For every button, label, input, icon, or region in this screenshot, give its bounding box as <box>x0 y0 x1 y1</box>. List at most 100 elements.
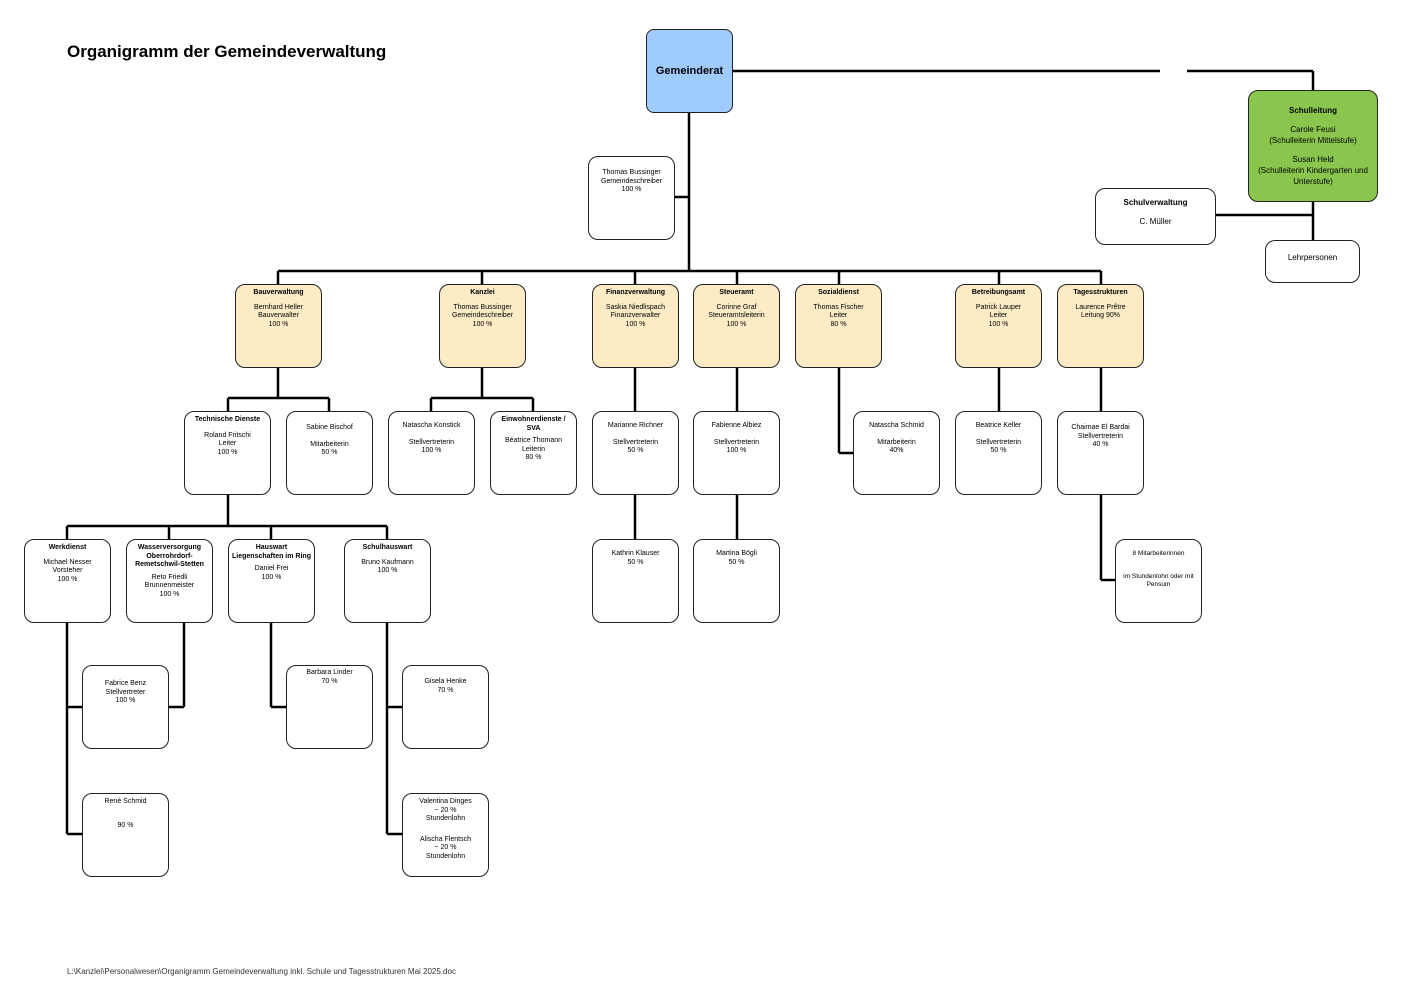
staff-henke-box: Gisela Henke 70 % <box>402 665 489 749</box>
teachers-box: Lehrpersonen <box>1265 240 1360 283</box>
school-caretaker-pct: 100 % <box>377 567 398 574</box>
school-caretaker-name: Bruno Kaufmann <box>361 558 414 566</box>
tech-services-box: Technische Dienste Roland Fritschi Leite… <box>184 411 271 495</box>
dept-betreibung-box: Betreibungsamt Patrick Lauper Leiter 100… <box>955 284 1042 368</box>
staff-flentsch-note: Stundenlohn <box>425 852 466 860</box>
staff-dinges-pct: ~ 20 % <box>434 806 457 814</box>
dept-sozial-title: Sozialdienst <box>818 289 859 296</box>
school-head-p1-name: Carole Feusi <box>1290 125 1336 134</box>
dept-tages-role: Leitung 90% <box>1081 312 1120 319</box>
staff-konstick-pct: 100 % <box>421 447 442 454</box>
staff-albiez-name: Fabienne Albiez <box>711 422 762 429</box>
resident-services-role: Leiterin <box>522 445 545 453</box>
staff-benz-role: Stellvertreter <box>105 688 146 696</box>
works-service-role: Vorsteher <box>52 567 83 574</box>
staff-linder-name: Barbara Linder <box>306 669 353 676</box>
dept-kanzlei-name: Thomas Bussinger <box>453 303 512 311</box>
day-care-team-note: im Stundenlohn oder mit Pensum <box>1123 572 1194 589</box>
caretaker-box: Hauswart Liegenschaften im Ring Daniel F… <box>228 539 315 623</box>
staff-richner-box: Marianne Richner Stellvertreterin 50 % <box>592 411 679 495</box>
dept-betreibung-title: Betreibungsamt <box>971 289 1026 296</box>
school-admin-title: Schulverwaltung <box>1123 198 1188 207</box>
staff-konstick-name: Natascha Konstick <box>402 422 461 429</box>
school-admin-name: C. Müller <box>1139 217 1172 226</box>
tech-services-pct: 100 % <box>217 448 238 456</box>
dept-betreibung-role: Leiter <box>989 312 1008 319</box>
file-path-footer: L:\Kanzlei\Personalwesen\Organigramm Gem… <box>67 967 456 976</box>
dept-finanz-name: Saskia Niedlispach <box>605 303 666 311</box>
dept-finanz-role: Finanzverwalter <box>610 312 661 319</box>
dept-bau-pct: 100 % <box>268 320 289 328</box>
caretaker-pct: 100 % <box>261 573 282 581</box>
staff-albiez-role: Stellvertreterin <box>713 438 760 446</box>
resident-services-name: Béatrice Thomann <box>504 437 563 444</box>
dept-bau-name: Bernhard Heller <box>253 303 304 311</box>
dept-finanz-box: Finanzverwaltung Saskia Niedlispach Fina… <box>592 284 679 368</box>
staff-keller-pct: 50 % <box>990 447 1007 454</box>
staff-keller-box: Beatrice Keller Stellvertreterin 50 % <box>955 411 1042 495</box>
tech-services-role: Leiter <box>218 440 237 447</box>
staff-benz-box: Fabrice Benz Stellvertreter 100 % <box>82 665 169 749</box>
staff-klauser-box: Kathrin Klauser 50 % <box>592 539 679 623</box>
staff-elbardai-role: Stellvertreterin <box>1077 432 1124 440</box>
staff-henke-pct: 70 % <box>437 686 454 694</box>
staff-richner-role: Stellvertreterin <box>612 438 659 446</box>
dept-betreibung-name: Patrick Lauper <box>975 303 1022 311</box>
staff-benz-name: Fabrice Benz <box>104 680 147 687</box>
staff-boegli-name: Martina Bögli <box>716 550 757 557</box>
school-caretaker-box: Schulhauswart Bruno Kaufmann 100 % <box>344 539 431 623</box>
staff-bischof-box: Sabine Bischof Mitarbeiterin 50 % <box>286 411 373 495</box>
school-head-box: Schulleitung Carole Feusi (Schulleiterin… <box>1248 90 1378 202</box>
day-care-team-count: 8 Mitarbeiterinnen <box>1132 550 1185 557</box>
school-head-p2-name: Susan Held <box>1292 155 1334 164</box>
staff-albiez-pct: 100 % <box>726 447 747 454</box>
works-service-pct: 100 % <box>57 575 78 583</box>
staff-keller-name: Beatrice Keller <box>975 422 1022 429</box>
secretary-role: Gemeindeschreiber <box>600 177 663 185</box>
staff-dinges-name: Valentina Dinges <box>419 798 472 805</box>
water-supply-role: Brunnenmeister <box>144 582 195 589</box>
water-supply-title: Wasserversorgung Oberrohrdorf-Remetschwi… <box>135 544 204 568</box>
school-head-title: Schulleitung <box>1289 106 1337 115</box>
staff-schmid-n-role: Mitarbeiterin <box>877 438 916 446</box>
staff-henke-name: Gisela Henke <box>424 678 467 685</box>
staff-linder-pct: 70 % <box>321 677 338 685</box>
school-head-p2-role: (Schulleiterin Kindergarten und Unterstu… <box>1258 166 1368 186</box>
staff-benz-pct: 100 % <box>115 697 136 704</box>
school-caretaker-title: Schulhauswart <box>362 544 413 551</box>
staff-richner-pct: 50 % <box>627 447 644 454</box>
council-label: Gemeinderat <box>655 64 724 77</box>
dept-tages-name: Laurence Prêtre <box>1075 303 1126 311</box>
staff-schmid-r-name: René Schmid <box>104 798 147 805</box>
staff-klauser-pct: 50 % <box>627 558 644 566</box>
secretary-pct: 100 % <box>621 186 642 193</box>
resident-services-title: Einwohnerdienste / SVA <box>501 416 566 432</box>
staff-hourly-box: Valentina Dinges ~ 20 % Stundenlohn Alis… <box>402 793 489 877</box>
water-supply-box: Wasserversorgung Oberrohrdorf-Remetschwi… <box>126 539 213 623</box>
staff-albiez-box: Fabienne Albiez Stellvertreterin 100 % <box>693 411 780 495</box>
teachers-label: Lehrpersonen <box>1287 253 1338 262</box>
dept-sozial-box: Sozialdienst Thomas Fischer Leiter 80 % <box>795 284 882 368</box>
staff-konstick-box: Natascha Konstick Stellvertreterin 100 % <box>388 411 475 495</box>
page-title: Organigramm der Gemeindeverwaltung <box>67 42 387 61</box>
day-care-team-box: 8 Mitarbeiterinnen im Stundenlohn oder m… <box>1115 539 1202 623</box>
staff-linder-box: Barbara Linder 70 % <box>286 665 373 749</box>
staff-schmid-n-box: Natascha Schmid Mitarbeiterin 40% <box>853 411 940 495</box>
staff-klauser-name: Kathrin Klauser <box>611 550 660 557</box>
staff-schmid-r-pct: 90 % <box>117 821 134 829</box>
water-supply-name: Reto Friedli <box>151 573 188 581</box>
dept-finanz-title: Finanzverwaltung <box>605 289 666 296</box>
staff-bischof-role: Mitarbeiterin <box>310 440 349 448</box>
dept-bau-box: Bauverwaltung Bernhard Heller Bauverwalt… <box>235 284 322 368</box>
staff-schmid-r-box: René Schmid 90 % <box>82 793 169 877</box>
dept-kanzlei-role: Gemeindeschreiber <box>451 312 514 319</box>
dept-tages-box: Tagesstrukturen Laurence Prêtre Leitung … <box>1057 284 1144 368</box>
dept-kanzlei-box: Kanzlei Thomas Bussinger Gemeindeschreib… <box>439 284 526 368</box>
dept-steuer-box: Steueramt Corinne Graf Steueramtsleiteri… <box>693 284 780 368</box>
secretary-box: Thomas Bussinger Gemeindeschreiber 100 % <box>588 156 675 240</box>
tech-services-title: Technische Dienste <box>194 416 261 423</box>
council-box: Gemeinderat <box>646 29 733 113</box>
caretaker-name: Daniel Frei <box>254 565 289 572</box>
staff-boegli-box: Martina Bögli 50 % <box>693 539 780 623</box>
